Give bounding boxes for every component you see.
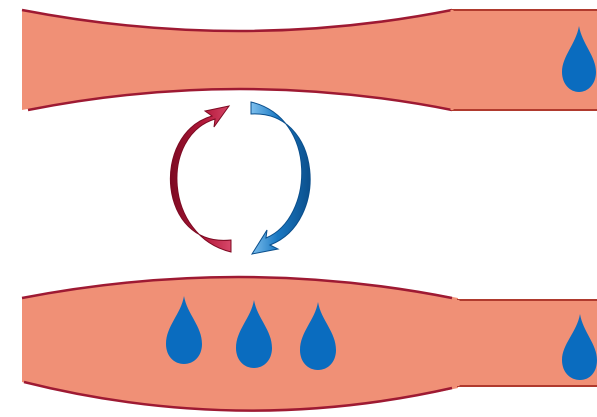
circular-arrows-icon	[170, 102, 310, 254]
bottom-section	[22, 277, 597, 411]
red-arrow	[170, 106, 231, 252]
top-section	[22, 10, 597, 110]
blue-arrow	[251, 102, 310, 254]
top-vessel-narrowed	[22, 10, 452, 110]
